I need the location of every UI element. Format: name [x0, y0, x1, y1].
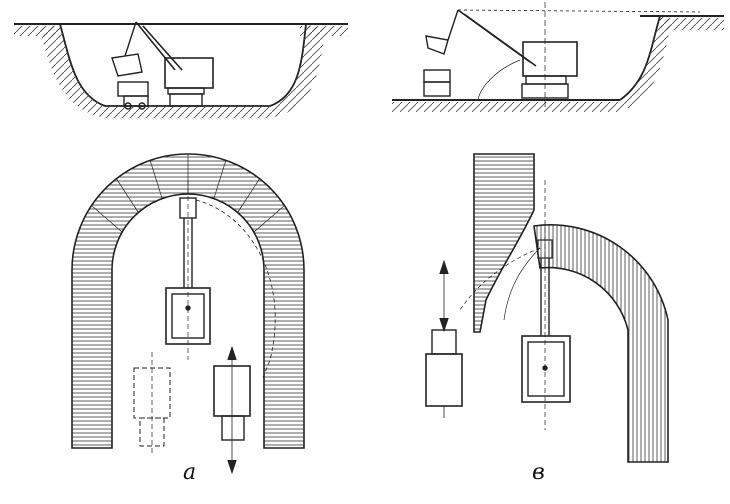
section-b-cut [392, 2, 724, 112]
panel-label-a: а [183, 460, 197, 485]
plan-b [425, 153, 669, 463]
plan-a [71, 153, 305, 475]
section-a-pit [14, 21, 348, 118]
panel-label-b: в [532, 460, 545, 485]
